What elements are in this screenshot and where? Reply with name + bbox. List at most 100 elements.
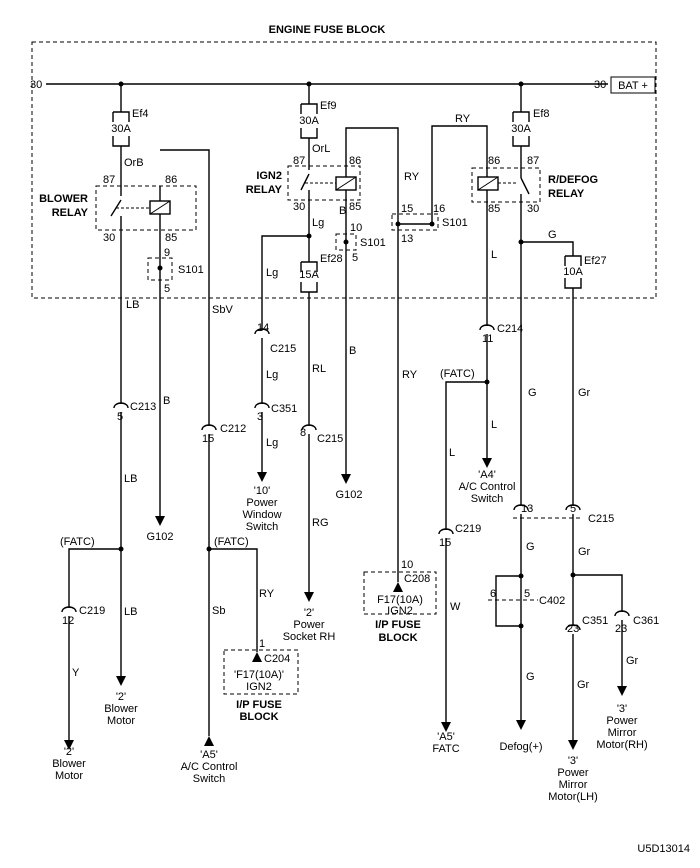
component-label: 'A5'	[200, 749, 218, 761]
relay-label: IGN2	[256, 170, 282, 182]
wire-color: B	[339, 205, 346, 217]
wire-color: Lg	[312, 217, 324, 229]
component-label: A/C Control	[181, 761, 238, 773]
wire	[160, 149, 210, 426]
component-label: Power	[557, 767, 589, 779]
bat-plus-box	[610, 76, 656, 94]
connector-name: C212	[220, 423, 246, 435]
component-label: Defog(+)	[499, 741, 542, 753]
wire-color: Lg	[266, 437, 278, 449]
connector-name: C402	[539, 595, 565, 607]
engine-fuse-block-title: ENGINE FUSE BLOCK	[269, 24, 386, 36]
connector-symbol	[61, 606, 77, 613]
wire-color: LB	[126, 299, 139, 311]
connector-symbol	[201, 424, 217, 431]
component-label: '2'	[64, 746, 74, 758]
connector-pin: 1	[259, 638, 265, 650]
connector-name: C215	[270, 343, 296, 355]
splice-pin: 9	[164, 247, 170, 259]
splice-pin: 16	[433, 203, 445, 215]
splice-box	[391, 213, 439, 231]
arrow-head	[617, 686, 627, 696]
pin: 30	[293, 201, 305, 213]
wire	[345, 127, 399, 224]
pin: 86	[488, 155, 500, 167]
wire-color: Lg	[266, 369, 278, 381]
connector-pin: 5	[570, 503, 576, 515]
pin: 87	[527, 155, 539, 167]
component-label: Mirror	[559, 779, 588, 791]
relay-label: BLOWER	[39, 193, 88, 205]
splice-dot	[429, 221, 435, 227]
rdefog-relay-box	[471, 167, 541, 203]
component-label: '3'	[568, 755, 578, 767]
wire-color: RY	[259, 588, 275, 600]
pin: 87	[103, 174, 115, 186]
wire-color: B	[349, 345, 356, 357]
wire	[495, 575, 521, 627]
connector-pin: 12	[62, 615, 74, 627]
arrow-head	[441, 722, 451, 732]
arrow-head	[516, 720, 526, 730]
wire-color: L	[491, 419, 497, 431]
pin: 85	[349, 201, 361, 213]
wire-color: Lg	[266, 267, 278, 279]
fuse-rating: 30A	[299, 115, 319, 127]
connector-pin: 11	[482, 333, 493, 345]
component-label: 'A5'	[437, 731, 455, 743]
component-label: Motor(LH)	[548, 791, 598, 803]
fuse-name: Ef8	[533, 108, 550, 120]
arrow-head	[304, 592, 314, 602]
ip-fuse-block-box	[223, 649, 299, 695]
splice-name: S101	[178, 264, 204, 276]
connector-pin: 8	[300, 427, 306, 439]
wire-color: RL	[312, 363, 326, 375]
arrow-head	[64, 740, 74, 750]
component-label: Motor	[55, 770, 83, 782]
connector-symbol	[113, 402, 129, 409]
splice-dot	[157, 265, 163, 271]
connector-symbol	[254, 402, 270, 409]
pin: 87	[293, 155, 305, 167]
wire	[573, 574, 623, 612]
wire-color: B	[163, 395, 170, 407]
relay-switch-contact	[520, 177, 530, 195]
connector-name: C214	[497, 323, 523, 335]
component-label: '2'	[116, 691, 126, 703]
wire	[261, 235, 309, 330]
pin: 86	[349, 155, 361, 167]
arrow-head-up	[252, 652, 262, 662]
component-label: Motor(RH)	[596, 739, 647, 751]
component-label: '2'	[304, 607, 314, 619]
fuse-rating: 30A	[111, 123, 131, 135]
fuse-name: Ef28	[320, 253, 343, 265]
relay-label: R/DEFOG	[548, 174, 598, 186]
wire	[431, 125, 488, 224]
relay-coil-diag	[335, 176, 357, 191]
wire-color: G	[526, 541, 535, 553]
pin: 30	[103, 232, 115, 244]
connector-pin: 23	[615, 623, 627, 635]
wire	[68, 548, 121, 608]
connector-pin: 13	[521, 503, 533, 515]
wire-color: Sb	[212, 605, 225, 617]
pin: 85	[165, 232, 177, 244]
connector-name: C351	[271, 403, 297, 415]
arrow-head	[257, 472, 267, 482]
wire-color: OrB	[124, 157, 144, 169]
ground-label: G102	[147, 531, 174, 543]
connector-name: C215	[317, 433, 343, 445]
connector-name: C351	[582, 615, 608, 627]
arrow-head	[482, 458, 492, 468]
component-label: Blower	[104, 703, 138, 715]
pin: 86	[165, 174, 177, 186]
component-label: Power	[293, 619, 325, 631]
wire-color: G	[548, 229, 557, 241]
connector-pin: 5	[117, 411, 123, 423]
splice-pin: 5	[352, 252, 358, 264]
relay-label: RELAY	[548, 188, 585, 200]
relay-label: RELAY	[246, 184, 283, 196]
engine-fuse-block-boundary	[31, 41, 657, 299]
fatc-label: (FATC)	[60, 536, 95, 548]
connector-symbol	[565, 504, 581, 511]
